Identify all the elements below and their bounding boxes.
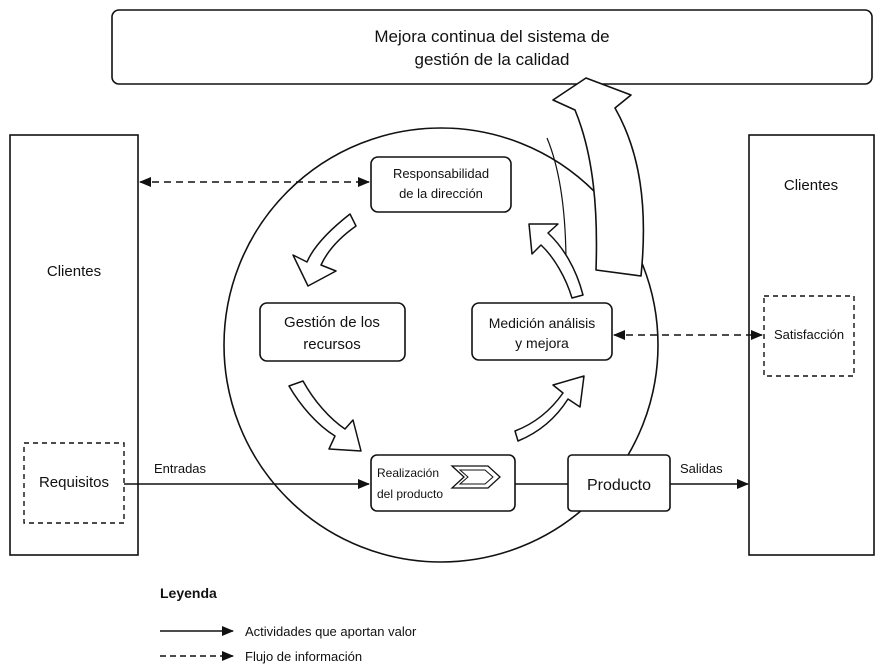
product-label: Producto	[587, 477, 651, 494]
resources-line-1: Gestión de los	[284, 314, 380, 331]
continuous-improvement-arrow	[552, 77, 645, 277]
requirements-label: Requisitos	[39, 474, 109, 491]
banner-line-1: Mejora continua del sistema de	[374, 27, 609, 46]
realization-chevron-icon	[450, 465, 501, 489]
left-clients-title: Clientes	[47, 263, 101, 280]
cycle-arrow-lower-right	[514, 375, 585, 442]
satisfaction-box	[763, 295, 855, 377]
cycle-arrow-upper-left	[292, 213, 357, 287]
cycle-arrow-upper-right	[528, 223, 584, 299]
measurement-improvement-box: Medición análisis y mejora	[471, 302, 613, 361]
measurement-line-2: y mejora	[515, 335, 569, 351]
realization-chevron-inner-icon	[458, 469, 494, 485]
measurement-line-1: Medición análisis	[489, 315, 596, 331]
continuous-improvement-banner: Mejora continua del sistema de gestión d…	[111, 9, 873, 85]
input-label: Entradas	[154, 461, 207, 476]
satisfaction-label: Satisfacción	[774, 327, 844, 342]
resource-management-box: Gestión de los recursos	[259, 302, 406, 362]
legend: Leyenda Actividades que aportan valor Fl…	[160, 585, 417, 664]
output-label: Salidas	[680, 461, 723, 476]
right-clients-panel: Clientes Satisfacción	[748, 134, 875, 556]
banner-line-2: gestión de la calidad	[414, 50, 569, 69]
product-realization-box: Realización del producto	[370, 454, 516, 512]
right-clients-title: Clientes	[784, 177, 838, 194]
legend-information-flow: Flujo de información	[245, 649, 362, 664]
realization-line-1: Realización	[377, 466, 439, 480]
cycle-arrow-lower-left	[288, 380, 362, 452]
management-line-1: Responsabilidad	[393, 166, 489, 181]
management-line-2: de la dirección	[399, 186, 483, 201]
legend-title: Leyenda	[160, 585, 217, 601]
management-responsibility-box: Responsabilidad de la dirección	[370, 156, 512, 213]
resources-line-2: recursos	[303, 336, 361, 353]
legend-value-activities: Actividades que aportan valor	[245, 624, 417, 639]
left-clients-panel: Clientes Requisitos	[9, 134, 139, 556]
realization-line-2: del producto	[377, 487, 443, 501]
product-box: Producto	[567, 454, 671, 512]
improvement-arrow-shadow	[546, 137, 567, 266]
requirements-box	[23, 442, 125, 524]
